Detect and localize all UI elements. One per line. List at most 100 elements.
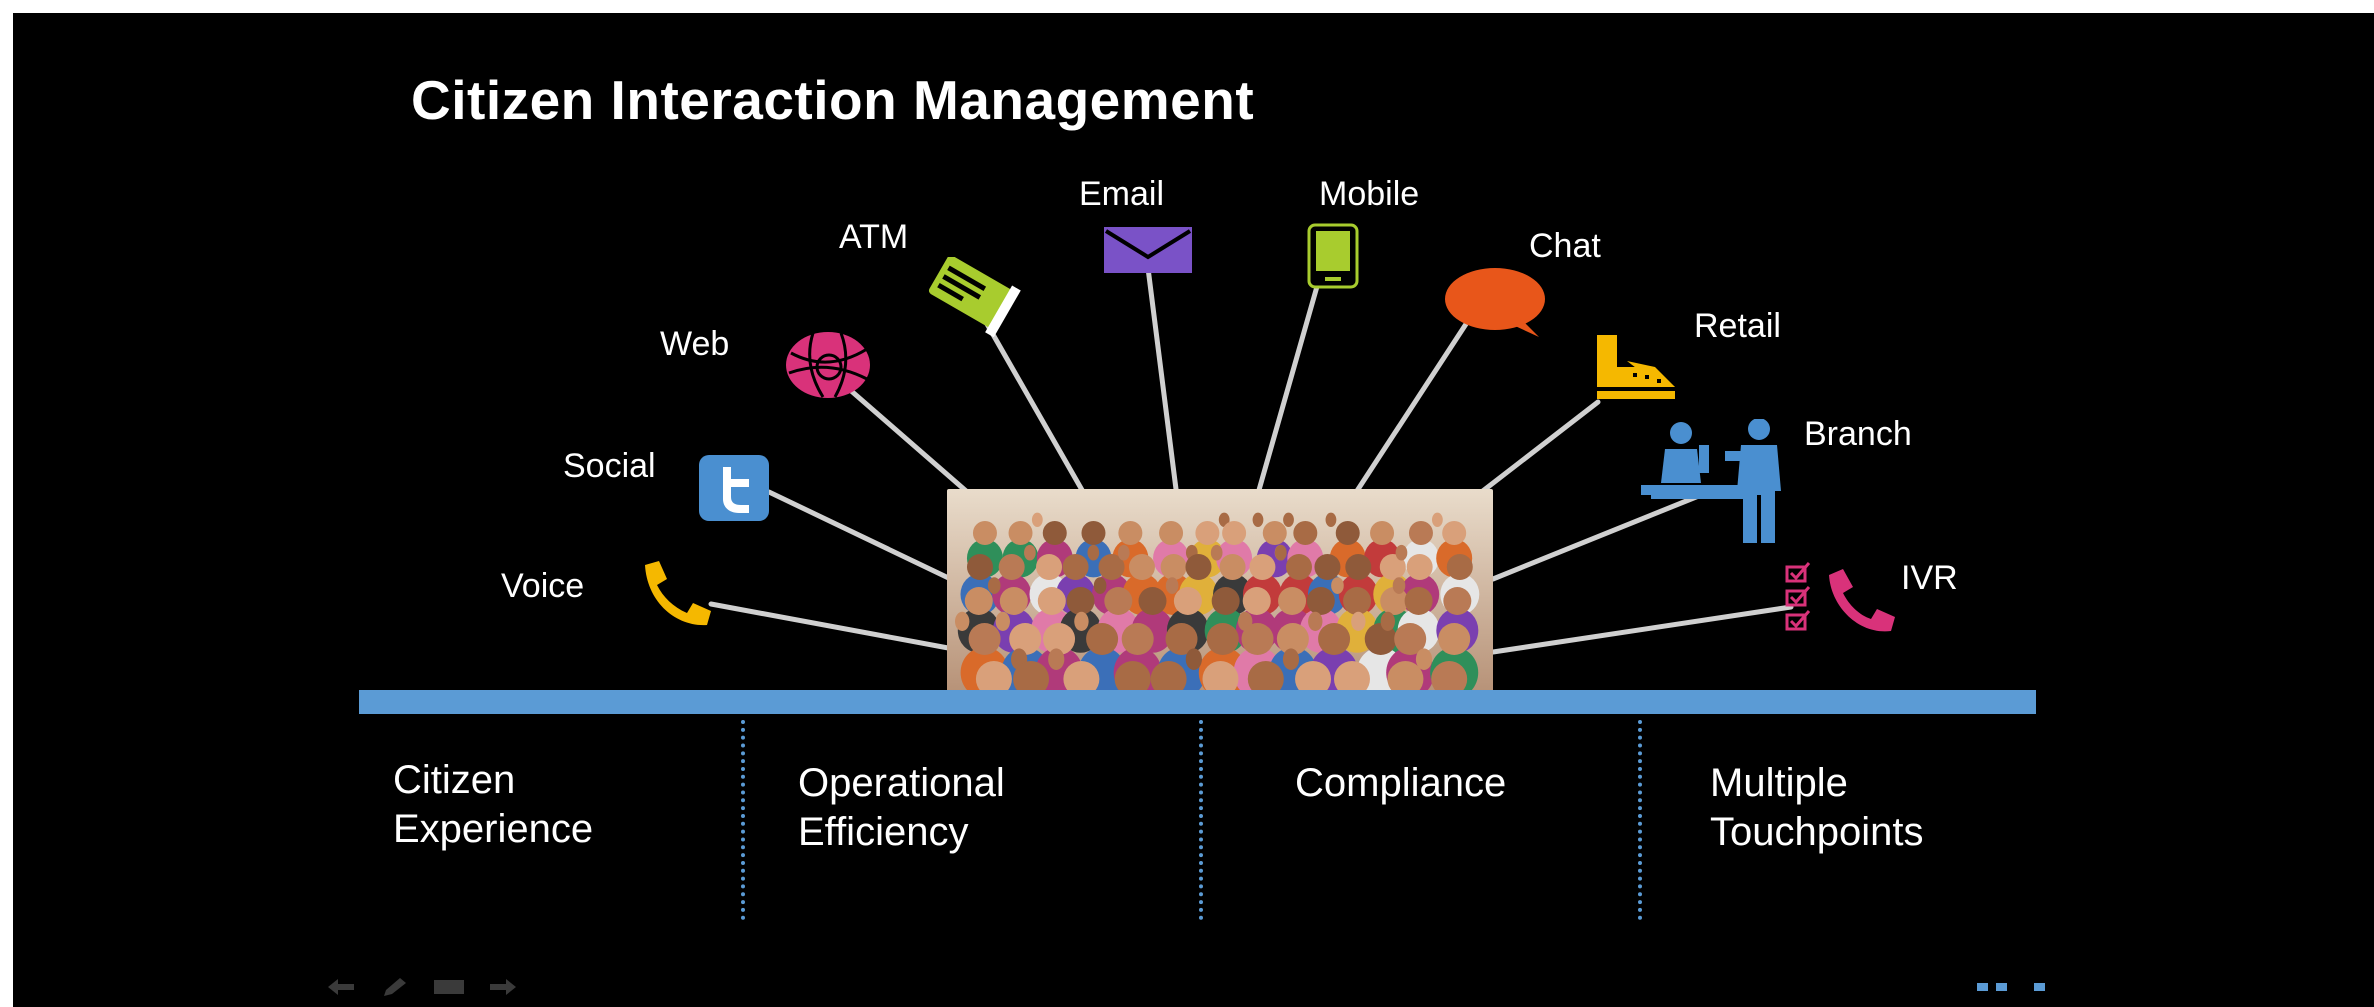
crowd-person-hand (1395, 544, 1408, 561)
spoke-mobile (1254, 280, 1321, 500)
crowd-person-head (1036, 554, 1063, 580)
crowd-person-head (1009, 623, 1042, 655)
crowd-person-head (1446, 554, 1473, 580)
crowd-person-head (999, 587, 1028, 615)
crowd-person-head (1043, 623, 1076, 655)
crowd-person-hand (1325, 512, 1337, 527)
crowd-person-hand (1252, 512, 1264, 527)
pillar-compliance: Compliance (1295, 759, 1506, 808)
pen-icon[interactable] (375, 975, 415, 999)
crowd-person-head (1206, 623, 1239, 655)
progress-dot (2034, 983, 2045, 991)
crowd-person-head (1066, 587, 1095, 615)
slide-canvas: Citizen Interaction Management Voice Soc… (13, 13, 2374, 1007)
crowd-person-head (1008, 521, 1033, 545)
crowd-person-head (1285, 554, 1312, 580)
channel-label-email: Email (1079, 175, 1165, 213)
forward-arrow-icon[interactable] (483, 975, 523, 999)
crowd-person-head (1202, 661, 1239, 697)
channel-label-ivr: IVR (1901, 559, 1958, 597)
crowd-person-head (1442, 521, 1467, 545)
spoke-atm (976, 307, 1089, 500)
atm-card-icon (928, 257, 1021, 337)
channel-label-social: Social (563, 447, 656, 485)
crowd-person-head (1394, 623, 1427, 655)
pillar-line-1: Compliance (1295, 761, 1507, 805)
crowd-person-head (1293, 521, 1318, 545)
pillar-divider (1638, 720, 1642, 920)
channel-label-retail: Retail (1694, 307, 1781, 345)
crowd-person-head (1247, 661, 1284, 697)
spoke-voice (708, 601, 962, 653)
channel-label-web: Web (660, 325, 730, 363)
menu-icon[interactable] (429, 975, 469, 999)
crowd-person-head (1013, 661, 1050, 697)
retail-store-icon (1597, 335, 1675, 399)
crowd-person-hand (1074, 611, 1089, 631)
crowd-person-head (966, 554, 993, 580)
crowd-person-hand (1210, 544, 1223, 561)
crowd-person-hand (995, 611, 1011, 631)
crowd-person-head (1081, 521, 1106, 545)
spoke-retail (1472, 399, 1601, 500)
crowd-person-head (1042, 521, 1067, 545)
crowd-person-head (975, 661, 1012, 697)
crowd-person-head (1128, 554, 1155, 580)
crowd-person-hand (1431, 512, 1443, 527)
crowd-person-hand (1282, 648, 1300, 670)
crowd-person-hand (1380, 611, 1395, 631)
crowd-person-head (1211, 587, 1240, 615)
crowd-person-head (1387, 661, 1424, 697)
spoke-social (766, 489, 962, 586)
crowd-person-head (1443, 587, 1472, 615)
progress-dot (1996, 983, 2007, 991)
crowd-person-head (1159, 521, 1184, 545)
crowd-person-head (1173, 587, 1202, 615)
crowd-person-hand (1165, 577, 1179, 594)
crowd-person-head (1438, 623, 1471, 655)
pillar-operational-efficiency: Operational Efficiency (798, 759, 1005, 857)
crowd-person-head (1408, 521, 1433, 545)
crowd-person-head (1343, 587, 1372, 615)
crowd-photo-icon (947, 489, 1493, 701)
twitter-icon (699, 455, 769, 521)
spoke-chat (1350, 321, 1469, 500)
crowd-person-hand (1308, 611, 1323, 631)
channel-label-voice: Voice (501, 567, 585, 605)
crowd-person-head (1138, 587, 1167, 615)
channel-label-atm: ATM (839, 218, 909, 256)
crowd-person-hand (954, 611, 970, 631)
crowd-person-head (1241, 623, 1274, 655)
pillar-line-1: Citizen (393, 758, 516, 802)
crowd-person-hand (1415, 648, 1433, 670)
slide-title: Citizen Interaction Management (411, 69, 1255, 131)
crowd-person-hand (1117, 544, 1130, 561)
crowd-person-head (1098, 554, 1125, 580)
crowd-person-head (1364, 623, 1397, 655)
crowd-person-head (1242, 587, 1271, 615)
crowd-person-hand (1274, 544, 1287, 561)
crowd-person-hand (1283, 512, 1294, 527)
pillar-line-2: Touchpoints (1710, 810, 1924, 854)
crowd-person-head (1222, 521, 1247, 545)
pillar-line-1: Multiple (1710, 761, 1848, 805)
ivr-phone-icon (1785, 562, 1895, 632)
crowd-person-head (1335, 521, 1360, 545)
slide-progress-dots (1977, 983, 2045, 991)
crowd-person-head (1160, 554, 1187, 580)
crowd-person-head (1037, 587, 1066, 615)
crowd-person-head (1249, 554, 1276, 580)
spoke-branch (1490, 488, 1714, 582)
branch-counter-icon (1641, 419, 1781, 543)
crowd-person-head (1219, 554, 1246, 580)
envelope-icon (1104, 227, 1192, 273)
crowd-person-head (1318, 623, 1351, 655)
crowd-person-head (1063, 661, 1100, 697)
pillar-line-2: Efficiency (798, 810, 969, 854)
crowd-person-head (1404, 587, 1433, 615)
channel-label-chat: Chat (1529, 227, 1601, 265)
crowd-person-hand (1048, 648, 1065, 670)
back-arrow-icon[interactable] (321, 975, 361, 999)
crowd-person-head (1262, 521, 1287, 545)
crowd-person-head (1406, 554, 1433, 580)
